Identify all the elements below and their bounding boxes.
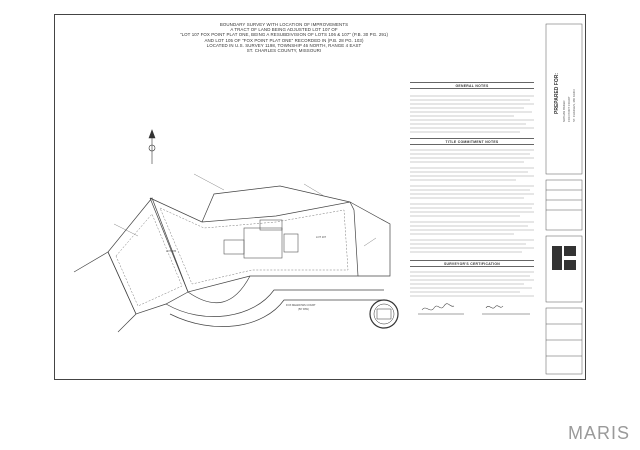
revision-box: [545, 179, 583, 231]
house-footprint: [223, 219, 299, 259]
title-line-3: "LOT 107 FOX POINT PLAT ONE, BEING A RES…: [179, 32, 389, 38]
surveyor-signatures: [418, 303, 530, 315]
title-line-2: A TRACT OF LAND BEING ADJUSTED LOT 107 O…: [230, 27, 338, 33]
title-commitment-heading: TITLE COMMITMENT NOTES: [410, 138, 534, 145]
leader-4: [363, 237, 377, 247]
client-street: FOX POINT COURT: [567, 96, 571, 122]
survey-drawing: [73, 23, 583, 375]
street-south-line: [169, 299, 384, 327]
street-curve: [165, 289, 384, 317]
survey-sheet: BOUNDARY SURVEY WITH LOCATION OF IMPROVE…: [54, 14, 586, 380]
street-width-label: (50' R/W): [298, 308, 309, 311]
survey-title-block: BOUNDARY SURVEY WITH LOCATION OF IMPROVE…: [154, 22, 414, 53]
north-arrow-icon: [148, 129, 156, 164]
surveyor-seal: [369, 299, 399, 329]
certification-lines: [410, 271, 534, 297]
title-line-6: ST. CHARLES COUNTY, MISSOURI: [246, 48, 322, 54]
firm-logo-icon: [552, 246, 576, 270]
firm-logo-box: [545, 235, 583, 303]
adjacent-lot-line: [73, 251, 137, 333]
title-line-1: BOUNDARY SURVEY WITH LOCATION OF IMPROVE…: [219, 22, 349, 27]
surveyor-certification-heading: SURVEYOR'S CERTIFICATION: [410, 260, 534, 267]
cul-de-sac-curve: [187, 275, 251, 304]
title-line-5: LOCATED IN U.S. SURVEY 1198, TOWNSHIP 46…: [206, 42, 362, 48]
adjacent-lot-east: [349, 201, 391, 277]
lot-107-label: LOT 107: [316, 236, 327, 239]
client-name: NATHAN BAKER: [562, 100, 566, 122]
general-notes-lines: [410, 95, 534, 133]
client-city: ST. CHARLES, MO 63303: [572, 89, 576, 122]
sheet-border: [54, 14, 586, 380]
boundary-lot-107: [149, 197, 359, 293]
setback-line: [159, 207, 349, 285]
watermark-logo: MARIS: [567, 423, 630, 443]
prepared-for-box: [545, 23, 583, 175]
title-notes-lines: [410, 149, 534, 253]
general-notes-heading: GENERAL NOTES: [410, 82, 534, 89]
prepared-for-label: PREPARED FOR:: [554, 72, 560, 114]
lot-105-label: LOT 105: [166, 250, 177, 253]
leader-2: [193, 173, 225, 191]
easement-line: [115, 213, 183, 307]
title-line-4: AND LOT 105 OF "FOX POINT PLAT ONE" RECO…: [204, 37, 364, 43]
rear-line: [201, 185, 351, 223]
leader-1: [113, 223, 139, 237]
street-name-label: FOX MEADOWS COURT: [286, 304, 316, 307]
leader-3: [303, 183, 325, 197]
sheet-info-box: [545, 307, 583, 375]
